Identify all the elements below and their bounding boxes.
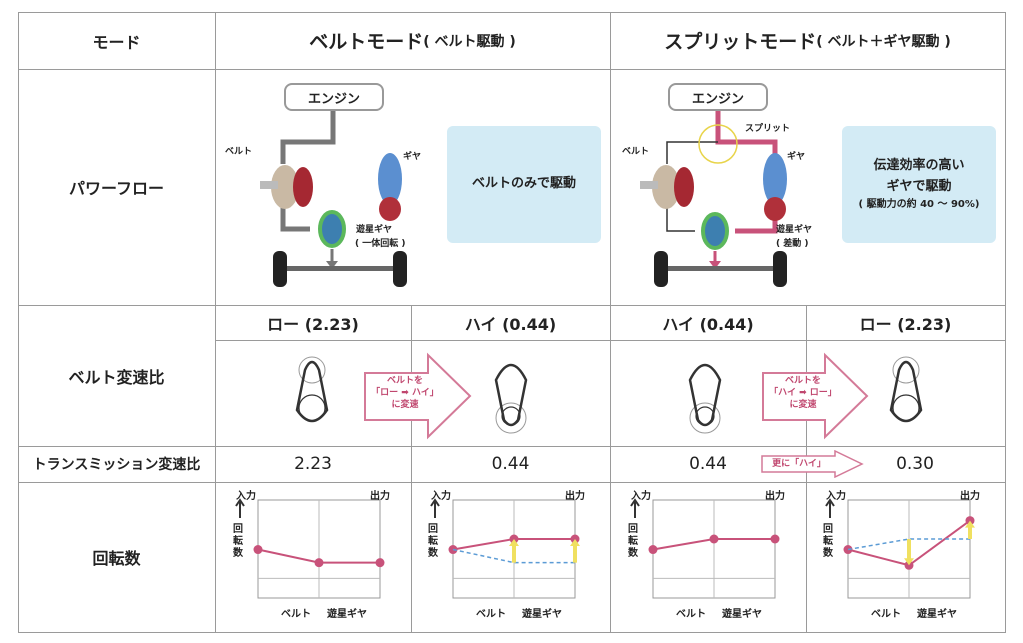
rpm-data-point	[648, 545, 658, 555]
axis-label-planetary: 遊星ギヤ	[722, 609, 762, 620]
pulley-low-icon	[295, 356, 329, 423]
planetary-label: 遊星ギヤ	[776, 225, 813, 235]
rpm-data-point	[448, 545, 458, 555]
axis-label-output: 出力	[960, 491, 980, 502]
up-arrow-icon	[825, 498, 835, 518]
shift-arrow-2	[762, 352, 869, 440]
planetary-note: ( 一体回転 )	[355, 239, 406, 249]
axis-label-planetary: 遊星ギヤ	[917, 609, 957, 620]
shift-text: に変速	[789, 400, 817, 411]
belt-label: ベルト	[225, 147, 253, 157]
split-mode-header: スプリットモード( ベルト＋ギヤ駆動 )	[610, 12, 1005, 69]
split-info-line3: ( 駆動力の約 40 ～ 90%)	[858, 199, 980, 211]
shift-text: に変速	[391, 400, 419, 411]
split-mode-subtitle: ( ベルト＋ギヤ駆動 )	[816, 33, 951, 50]
belt-ratio-3: ハイ (0.44)	[662, 314, 754, 334]
rpm-data-point	[770, 534, 780, 544]
shift-arrow-1-text: ベルトを「ロー ➡ ハイ」に変速	[366, 375, 444, 411]
axis-label-rpm: 回転数	[823, 524, 833, 559]
trans-ratio-4: 0.30	[896, 454, 934, 474]
row-label-power-flow: パワーフロー	[68, 179, 165, 198]
axis-label-belt: ベルト	[871, 609, 901, 620]
axis-label-output: 出力	[370, 491, 390, 502]
shift-arrow-icon	[570, 539, 580, 547]
mode-header: モード	[92, 32, 141, 52]
planetary-note: ( 差動 )	[776, 239, 809, 249]
planetary-label: 遊星ギヤ	[356, 225, 393, 235]
belt-ratio-2: ハイ (0.44)	[464, 314, 557, 334]
pulley-high-icon	[688, 363, 722, 434]
gear-label: ギヤ	[787, 152, 806, 162]
belt-ratio-4: ロー (2.23)	[859, 314, 952, 334]
up-arrow-icon	[430, 498, 440, 518]
up-arrow-icon	[235, 498, 245, 518]
pulley-low-icon	[889, 356, 923, 423]
belt-mode-subtitle: ( ベルト駆動 )	[423, 33, 516, 50]
rpm-data-point	[253, 545, 263, 555]
row-label-rpm: 回転数	[92, 549, 141, 568]
belt-label: ベルト	[622, 147, 650, 157]
further-high-text: 更に「ハイ」	[772, 459, 826, 469]
row-label-trans-ratio: トランスミッション変速比	[32, 457, 201, 473]
shift-text: 「ロー ➡ ハイ」	[371, 388, 439, 399]
axis-label-input: 入力	[236, 491, 256, 502]
axis-label-output: 出力	[765, 491, 785, 502]
belt-pulley-diagrams	[295, 352, 923, 440]
row-label-belt-ratio: ベルト変速比	[68, 367, 165, 387]
axis-label-input: 入力	[631, 491, 651, 502]
engine-box: エンジン	[284, 83, 384, 111]
belt-ratio-1: ロー (2.23)	[267, 314, 359, 334]
axis-label-belt: ベルト	[281, 609, 311, 620]
axis-label-belt: ベルト	[676, 609, 706, 620]
shift-text: ベルトを	[386, 376, 423, 386]
axis-label-planetary: 遊星ギヤ	[327, 609, 367, 620]
split-label: スプリット	[745, 124, 791, 134]
belt-info-text: ベルトのみで駆動	[471, 176, 576, 192]
gear-label: ギヤ	[403, 152, 422, 162]
axis-label-rpm: 回転数	[428, 524, 438, 559]
trans-ratio-2: 0.44	[491, 454, 530, 474]
belt-mode-header: ベルトモード( ベルト駆動 )	[215, 12, 610, 69]
trans-ratio-3: 0.44	[689, 454, 727, 474]
split-mode-title: スプリットモード	[664, 31, 817, 53]
rpm-data-point	[709, 534, 719, 544]
pulley-high-icon	[494, 363, 528, 434]
axis-label-belt: ベルト	[476, 609, 506, 620]
rpm-data-point	[314, 558, 324, 568]
shift-arrow-1	[364, 352, 472, 440]
shift-arrow-icon	[509, 539, 519, 547]
split-info-line1: 伝達効率の高い	[873, 157, 965, 173]
split-info-line2: ギヤで駆動	[886, 178, 952, 194]
belt-mode-title: ベルトモード	[309, 31, 424, 53]
up-arrow-icon	[630, 498, 640, 518]
belt-info-box: ベルトのみで駆動	[447, 126, 601, 243]
axis-label-input: 入力	[431, 491, 451, 502]
shift-arrow-icon	[904, 558, 914, 566]
shift-text: 「ハイ ➡ ロー」	[769, 388, 837, 399]
engine-box: エンジン	[668, 83, 768, 111]
shift-text: ベルトを	[784, 376, 821, 386]
split-info-box: 伝達効率の高い ギヤで駆動 ( 駆動力の約 40 ～ 90%)	[842, 126, 996, 243]
rpm-data-point	[904, 560, 914, 570]
trans-ratio-1: 2.23	[294, 454, 332, 474]
axis-label-rpm: 回転数	[628, 524, 638, 559]
rpm-data-point	[375, 558, 385, 568]
axis-label-input: 入力	[826, 491, 846, 502]
axis-label-planetary: 遊星ギヤ	[522, 609, 562, 620]
shift-arrow-2-text: ベルトを「ハイ ➡ ロー」に変速	[764, 375, 842, 411]
further-high-arrow	[761, 450, 864, 478]
axis-label-rpm: 回転数	[233, 524, 243, 559]
axis-label-output: 出力	[565, 491, 585, 502]
shift-arrow-icon	[965, 520, 975, 528]
